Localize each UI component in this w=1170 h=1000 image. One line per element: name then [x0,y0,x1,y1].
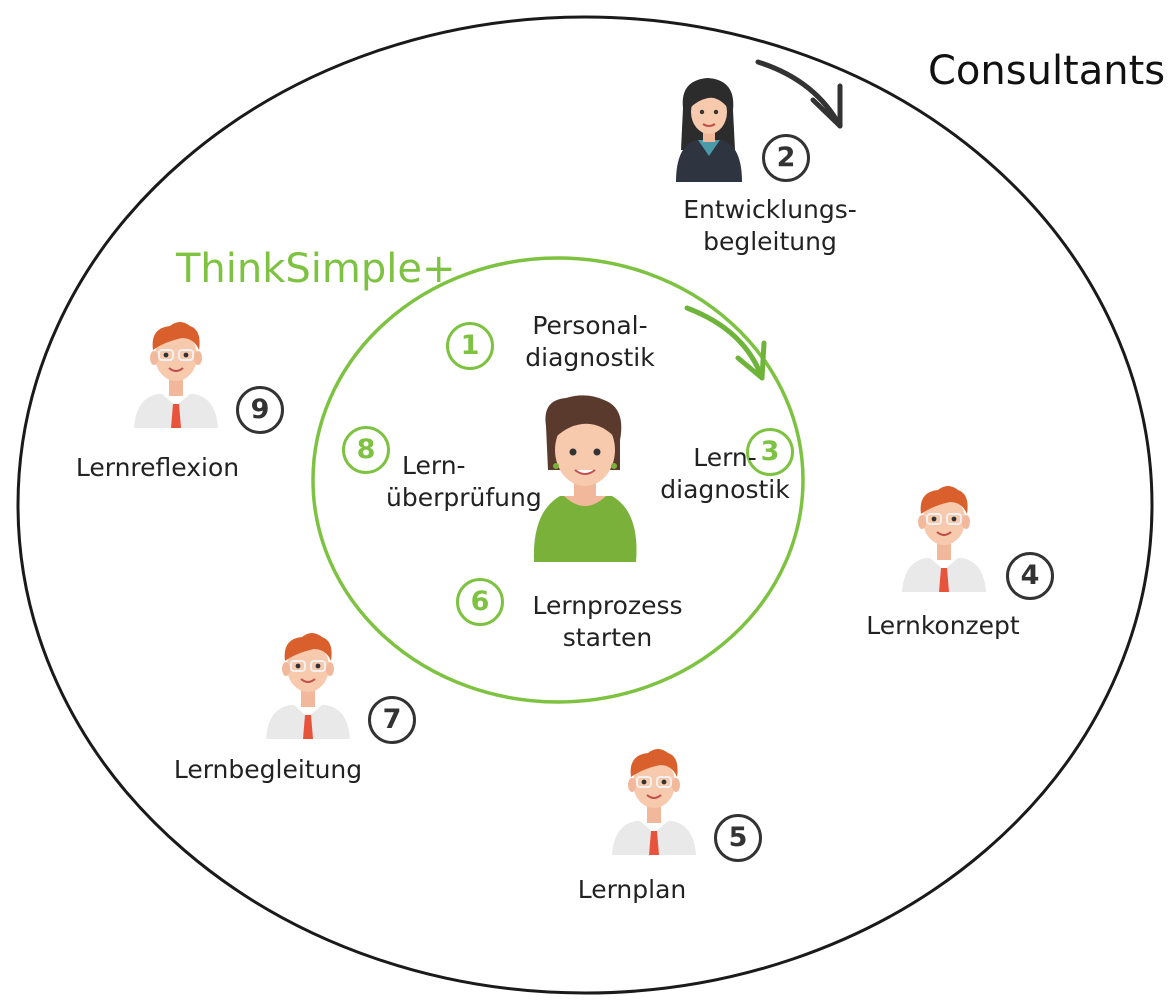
consultant-man-avatar-icon [611,748,697,856]
step-8-label-line1: Lern- [402,451,466,480]
step-2-label-line2: begleitung [703,227,837,256]
consultant-man-avatar-icon [133,321,219,429]
step-7-label: Lernbegleitung [173,755,363,784]
step-1-label: Personal- diagnostik [500,310,680,374]
step-1-badge: 1 [446,322,494,370]
step-1-label-line2: diagnostik [525,343,655,372]
thinksimple-ring [311,256,805,704]
consultant-man-avatar-icon [265,632,351,740]
step-5-badge: 5 [714,814,762,862]
step-4-badge: 4 [1006,552,1054,600]
step-2-label: Entwicklungs- begleitung [660,194,880,258]
step-6-label-line2: starten [562,623,653,652]
step-3-badge: 3 [746,428,794,476]
curved-arrow-icon [684,305,767,381]
step-8-label: Lern- überprüfung [386,450,542,514]
curved-arrow-icon [755,59,843,129]
step-5-label: Lernplan [577,875,687,904]
step-8-label-line2: überprüfung [386,483,542,512]
step-8-badge: 8 [342,426,390,474]
step-4-label: Lernkonzept [866,611,1020,640]
step-2-label-line1: Entwicklungs- [683,195,857,224]
step-3-label: Lern- diagnostik [640,442,810,506]
step-6-label: Lernprozess starten [510,590,705,654]
step-3-label-line1: Lern- [693,443,757,472]
woman-avatar-icon [533,395,637,562]
step-6-badge: 6 [456,578,504,626]
step-6-label-line1: Lernprozess [532,591,683,620]
thinksimple-title: ThinkSimple+ [176,246,456,292]
step-9-label: Lernreflexion [75,453,240,482]
step-3-label-line2: diagnostik [660,475,790,504]
consultants-ring [16,15,1154,995]
step-2-badge: 2 [762,134,810,182]
step-9-badge: 9 [236,386,284,434]
consultant-man-avatar-icon [901,485,987,593]
step-1-label-line1: Personal- [532,311,648,340]
consultants-title: Consultants [928,48,1166,94]
businesswoman-avatar-icon [676,78,742,182]
step-7-badge: 7 [368,696,416,744]
